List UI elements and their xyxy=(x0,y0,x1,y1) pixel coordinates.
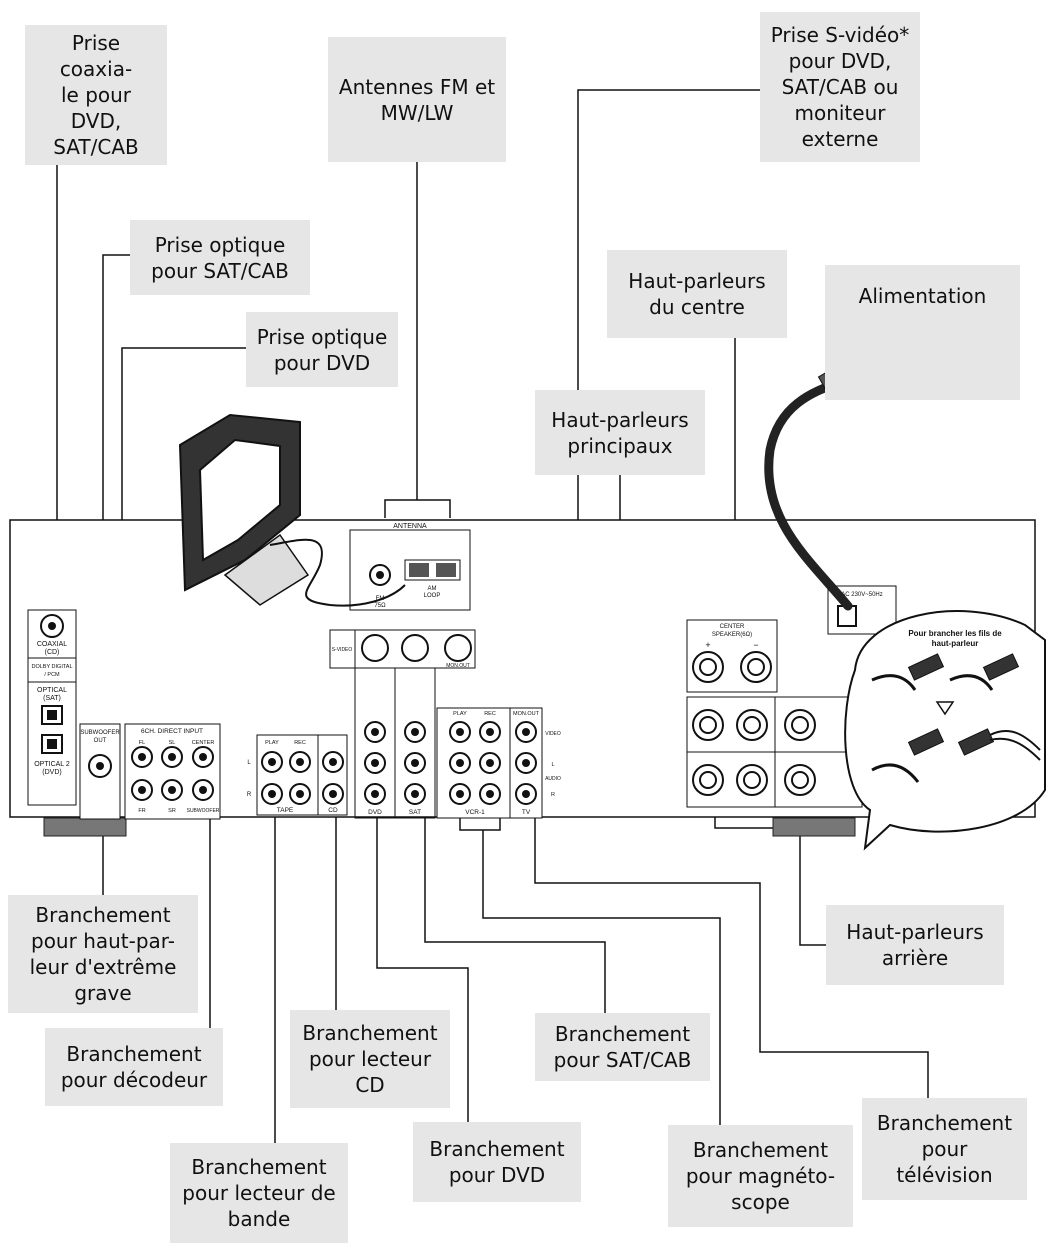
subwoofer-label: SUBWOOFER xyxy=(187,808,220,814)
vcr1-label: VCR-1 xyxy=(465,809,485,816)
callout-antennas: Antennes FM et MW/LW xyxy=(328,37,506,162)
callout-main-speakers: Haut-parleurs principaux xyxy=(535,390,705,475)
play-label: PLAY xyxy=(265,740,279,746)
sr-label: SR xyxy=(168,808,176,814)
video-label: VIDEO xyxy=(545,731,561,737)
callout-antennas-text: Antennes FM et MW/LW xyxy=(338,74,496,125)
callout-cd-text: Branchement pour lecteur CD xyxy=(302,1021,438,1097)
callout-decoder: Branchement pour décodeur xyxy=(45,1028,223,1106)
callout-power-text: Alimentation xyxy=(858,284,987,308)
audio-label: AUDIO xyxy=(545,776,561,782)
callout-svideo-text: Prise S-vidéo* pour DVD, SAT/CAB ou moni… xyxy=(770,23,910,151)
center-speaker-label-2: SPEAKER(6Ω) xyxy=(712,632,752,638)
callout-tape: Branchement pour lecteur de bande xyxy=(170,1143,348,1243)
am-label: AM xyxy=(428,586,437,592)
callout-subwoofer-text: Branchement pour haut-par- leur d'extrêm… xyxy=(29,903,177,1005)
callout-tv-text: Branchement pour télévision xyxy=(876,1111,1013,1187)
vcr-play-label: PLAY xyxy=(453,711,467,717)
direct-input-label: 6CH. DIRECT INPUT xyxy=(141,728,203,735)
callout-center-speakers-text: Haut-parleurs du centre xyxy=(628,269,766,319)
s-video-jacks: S-VIDEO MON.OUT xyxy=(329,629,476,669)
tape-l-label: L xyxy=(247,760,251,766)
callout-center-speakers: Haut-parleurs du centre xyxy=(607,250,787,338)
coaxial-cd-label: (CD) xyxy=(45,649,60,656)
tape-r-label: R xyxy=(247,792,252,798)
callout-rear-speakers: Haut-parleurs arrière xyxy=(826,905,1004,985)
fm-ohm-label: 75Ω xyxy=(374,603,386,609)
pcm-label: / PCM xyxy=(44,672,60,678)
callout-cd: Branchement pour lecteur CD xyxy=(290,1010,450,1108)
optical2-dvd-label: (DVD) xyxy=(42,769,61,776)
callout-tv: Branchement pour télévision xyxy=(862,1098,1027,1200)
center-minus: − xyxy=(753,640,758,650)
antenna-terminals: ANTENNA FM 75Ω AM LOOP xyxy=(349,523,471,611)
callout-vcr: Branchement pour magnéto- scope xyxy=(668,1125,853,1227)
dvd-label: DVD xyxy=(368,809,382,816)
tape-cd-jacks: PLAY REC L R TAPE CD xyxy=(247,734,348,816)
coaxial-label: COAXIAL xyxy=(37,641,67,648)
callout-optical-sat-text: Prise optique pour SAT/CAB xyxy=(151,232,289,283)
tape-label: TAPE xyxy=(277,807,294,814)
callout-power: Alimentation xyxy=(825,265,1020,400)
callout-decoder-text: Branchement pour décodeur xyxy=(60,1042,208,1092)
callout-optical-dvd-text: Prise optique pour DVD xyxy=(256,324,388,375)
callout-satcab: Branchement pour SAT/CAB xyxy=(535,1013,710,1081)
subwoofer-out: SUBWOOFER OUT xyxy=(79,723,121,820)
tv-mon-out-label: MON.OUT xyxy=(513,711,540,717)
six-channel-direct-input: 6CH. DIRECT INPUT FL SL CENTER FR SR SUB… xyxy=(124,723,221,820)
subwoofer-out-label-1: SUBWOOFER xyxy=(80,730,120,736)
sl-label: SL xyxy=(169,740,176,746)
callout-coaxial-text: Prise coaxia- le pour DVD, SAT/CAB xyxy=(53,31,139,159)
callout-main-speakers-text: Haut-parleurs principaux xyxy=(551,407,689,458)
tv-label: TV xyxy=(522,809,531,816)
av-jacks: PLAY REC MON.OUT VIDEO L AUDIO R DVD SAT… xyxy=(354,667,561,819)
dolby-label: DOLBY DIGITAL xyxy=(31,664,72,670)
callout-dvd-text: Branchement pour DVD xyxy=(429,1137,565,1187)
center-label: CENTER xyxy=(192,740,215,746)
vcr-rec-label: REC xyxy=(484,711,496,717)
inset-caption-1: Pour brancher les fils de xyxy=(908,629,1002,638)
fm-label: FM xyxy=(376,596,385,602)
center-speaker-terminals: CENTER SPEAKER(6Ω) + − xyxy=(686,619,778,693)
mon-out-svideo-label: MON.OUT xyxy=(446,663,470,669)
callout-coaxial: Prise coaxia- le pour DVD, SAT/CAB xyxy=(25,25,167,165)
am-loop-antenna xyxy=(178,413,406,607)
speaker-wire-inset: Pour brancher les fils de haut-parleur xyxy=(844,610,1046,851)
center-speaker-label-1: CENTER xyxy=(720,624,745,630)
cd-label: CD xyxy=(328,807,338,814)
rec-label: REC xyxy=(294,740,306,746)
sat-label: SAT xyxy=(409,809,421,816)
fr-label: FR xyxy=(138,808,145,814)
callout-rear-speakers-text: Haut-parleurs arrière xyxy=(846,920,984,970)
audio-l-label: L xyxy=(551,762,554,768)
optical-label: OPTICAL xyxy=(37,687,67,694)
center-plus: + xyxy=(705,640,710,650)
ac-label: AC 230V~50Hz xyxy=(841,592,883,598)
callout-optical-sat: Prise optique pour SAT/CAB xyxy=(130,220,310,295)
callout-vcr-text: Branchement pour magnéto- scope xyxy=(685,1138,836,1214)
callout-dvd: Branchement pour DVD xyxy=(413,1122,581,1202)
optical2-label: OPTICAL 2 xyxy=(34,761,70,768)
callout-tape-text: Branchement pour lecteur de bande xyxy=(182,1155,336,1231)
main-rear-speaker-terminals xyxy=(686,696,863,808)
audio-r-label: R xyxy=(551,792,555,798)
digital-inputs: COAXIAL (CD) DOLBY DIGITAL / PCM OPTICAL… xyxy=(27,609,77,806)
callout-satcab-text: Branchement pour SAT/CAB xyxy=(553,1022,692,1072)
antenna-label: ANTENNA xyxy=(393,523,427,530)
fl-label: FL xyxy=(139,740,145,746)
callout-svideo: Prise S-vidéo* pour DVD, SAT/CAB ou moni… xyxy=(760,12,920,162)
callout-optical-dvd: Prise optique pour DVD xyxy=(246,312,398,387)
optical-sat-label: (SAT) xyxy=(43,695,61,702)
svideo-label: S-VIDEO xyxy=(332,647,353,653)
loop-label: LOOP xyxy=(424,593,441,599)
subwoofer-out-label-2: OUT xyxy=(94,738,107,744)
inset-caption-2: haut-parleur xyxy=(932,639,979,648)
callout-subwoofer: Branchement pour haut-par- leur d'extrêm… xyxy=(8,895,198,1013)
